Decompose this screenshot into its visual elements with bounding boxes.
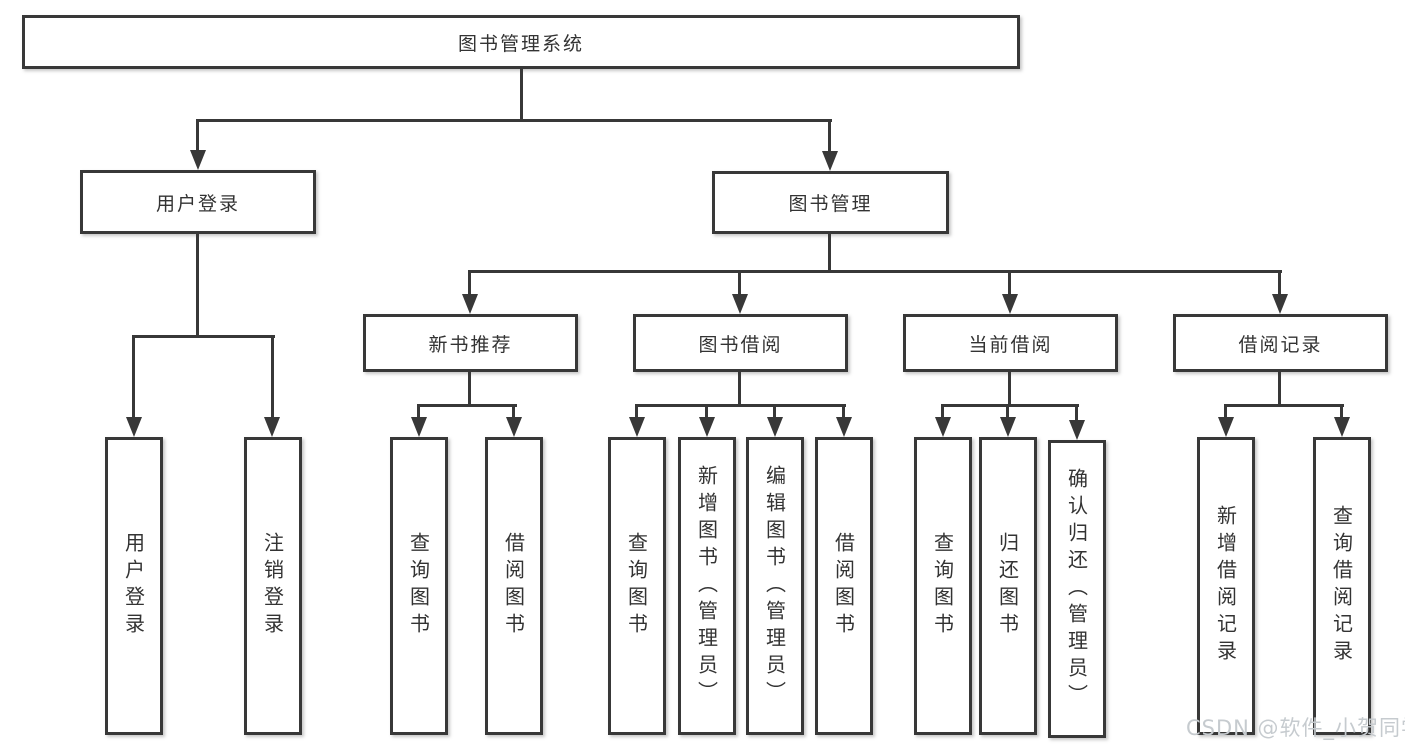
connector-group-stem bbox=[468, 371, 471, 407]
connector-arrow-shaft bbox=[1075, 404, 1078, 423]
arrowhead-down-icon bbox=[732, 294, 748, 314]
node-user-login: 用户登录 bbox=[80, 170, 316, 234]
connector-arrow-shaft bbox=[132, 335, 135, 420]
leaf-query-books-borrow: 查询图书 bbox=[608, 437, 666, 735]
connector-level3-split bbox=[469, 270, 1282, 273]
arrowhead-down-icon bbox=[822, 151, 838, 171]
leaf-query-borrow-record: 查询借阅记录 bbox=[1313, 437, 1371, 735]
arrowhead-down-icon bbox=[935, 417, 951, 437]
connector-arrow-shaft bbox=[417, 404, 420, 420]
connector-arrow-shaft bbox=[842, 404, 845, 420]
connector-root-split bbox=[197, 119, 832, 122]
arrowhead-down-icon bbox=[767, 417, 783, 437]
leaf-borrow-books-borrow: 借阅图书 bbox=[815, 437, 873, 735]
leaf-query-books-newrec: 查询图书 bbox=[390, 437, 448, 735]
arrowhead-down-icon bbox=[126, 417, 142, 437]
connector-arrow-shaft bbox=[512, 404, 515, 420]
connector-userlogin-split bbox=[133, 335, 275, 338]
connector-arrow-shaft bbox=[196, 119, 199, 154]
connector-group-split bbox=[941, 404, 1079, 407]
arrowhead-down-icon bbox=[506, 417, 522, 437]
connector-arrow-shaft bbox=[705, 404, 708, 420]
connector-arrow-shaft bbox=[468, 270, 471, 296]
connector-arrow-shaft bbox=[1008, 270, 1011, 296]
leaf-add-borrow-record: 新增借阅记录 bbox=[1197, 437, 1255, 735]
watermark: CSDN @软件_小贺同学 bbox=[1186, 716, 1405, 740]
connector-arrow-shaft bbox=[635, 404, 638, 420]
node-borrowing-records: 借阅记录 bbox=[1173, 314, 1388, 372]
arrowhead-down-icon bbox=[411, 417, 427, 437]
arrowhead-down-icon bbox=[190, 150, 206, 170]
leaf-edit-book-admin: 编辑图书（管理员） bbox=[746, 437, 804, 735]
connector-group-split bbox=[1224, 404, 1344, 407]
arrowhead-down-icon bbox=[1272, 294, 1288, 314]
connector-group-split bbox=[418, 404, 517, 407]
arrowhead-down-icon bbox=[836, 417, 852, 437]
connector-arrow-shaft bbox=[738, 270, 741, 296]
leaf-return-book: 归还图书 bbox=[979, 437, 1037, 735]
arrowhead-down-icon bbox=[264, 417, 280, 437]
arrowhead-down-icon bbox=[1002, 294, 1018, 314]
node-current-borrowing: 当前借阅 bbox=[903, 314, 1118, 372]
connector-arrow-shaft bbox=[1006, 404, 1009, 420]
connector-group-stem bbox=[738, 371, 741, 407]
arrowhead-down-icon bbox=[462, 294, 478, 314]
node-book-management: 图书管理 bbox=[712, 171, 949, 234]
node-new-book-recommend: 新书推荐 bbox=[363, 314, 578, 372]
leaf-confirm-return-admin: 确认归还（管理员） bbox=[1048, 440, 1106, 738]
connector-arrow-shaft bbox=[1340, 404, 1343, 420]
connector-arrow-shaft bbox=[271, 335, 274, 420]
arrowhead-down-icon bbox=[1069, 420, 1085, 440]
connector-group-stem bbox=[1008, 371, 1011, 407]
leaf-user-login: 用户登录 bbox=[105, 437, 163, 735]
connector-arrow-shaft bbox=[773, 404, 776, 420]
node-book-borrowing: 图书借阅 bbox=[633, 314, 848, 372]
connector-arrow-shaft bbox=[1278, 270, 1281, 296]
arrowhead-down-icon bbox=[1000, 417, 1016, 437]
connector-arrow-shaft bbox=[828, 119, 831, 155]
leaf-logout: 注销登录 bbox=[244, 437, 302, 735]
connector-arrow-shaft bbox=[941, 404, 944, 420]
leaf-query-books-current: 查询图书 bbox=[914, 437, 972, 735]
leaf-borrow-books-newrec: 借阅图书 bbox=[485, 437, 543, 735]
arrowhead-down-icon bbox=[1218, 417, 1234, 437]
connector-group-stem bbox=[1278, 371, 1281, 407]
node-root: 图书管理系统 bbox=[22, 15, 1020, 69]
connector-arrow-shaft bbox=[1224, 404, 1227, 420]
arrowhead-down-icon bbox=[1334, 417, 1350, 437]
leaf-add-book-admin: 新增图书（管理员） bbox=[678, 437, 736, 735]
connector-bookmgmt-stem bbox=[828, 233, 831, 272]
arrowhead-down-icon bbox=[699, 417, 715, 437]
arrowhead-down-icon bbox=[629, 417, 645, 437]
connector-userlogin-stem bbox=[196, 233, 199, 337]
connector-root-stem bbox=[520, 69, 523, 121]
connector-group-split bbox=[636, 404, 846, 407]
